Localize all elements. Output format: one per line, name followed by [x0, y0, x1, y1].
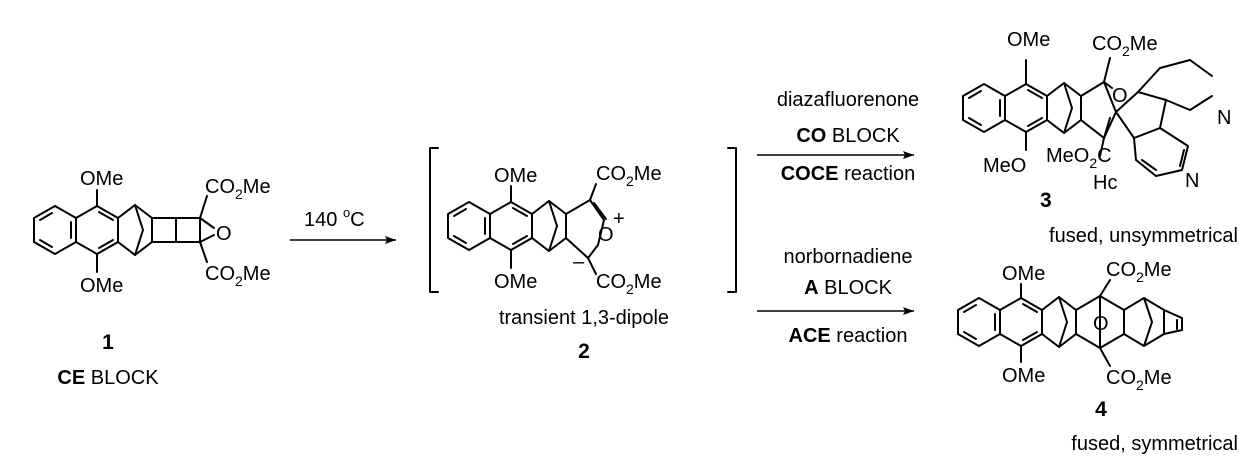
compound-1-number: 1 [102, 331, 114, 354]
compound-4-number: 4 [1095, 398, 1107, 421]
compound-4-co2me-top: CO2Me [1106, 259, 1172, 285]
compound-1-ome-top: OMe [80, 168, 123, 190]
arrow-3-reagent: norbornadiene [784, 246, 913, 268]
arrow-1-condition: 140 oC [304, 205, 365, 231]
compound-2-ome-bottom: OMe [494, 271, 537, 293]
compound-1-co2me-bottom: CO2Me [205, 263, 271, 289]
compound-2-number: 2 [578, 340, 590, 363]
compound-2-co2me-top: CO2Me [596, 163, 662, 189]
compound-4-ome-bottom: OMe [1002, 365, 1045, 387]
compound-2-plus-charge: + [613, 208, 625, 230]
compound-2-structure [447, 183, 607, 275]
compound-1-co2me-top: CO2Me [205, 176, 271, 202]
compound-4-co2me-bottom: CO2Me [1106, 367, 1172, 393]
arrow-3-reaction-label: ACE reaction [789, 325, 908, 347]
compound-3-number: 3 [1040, 189, 1052, 212]
compound-3-hc-label: Hc [1093, 172, 1117, 194]
compound-2-ylide-o: O [598, 224, 614, 246]
compound-3-caption: fused, unsymmetrical [1049, 225, 1238, 247]
compound-2-caption: transient 1,3-dipole [499, 307, 669, 329]
arrow-2-block-label: CO BLOCK [796, 125, 900, 147]
arrow-2-reagent: diazafluorenone [777, 89, 919, 111]
compound-3-ome-bottom: MeO [983, 155, 1026, 177]
compound-1-ome-bottom: OMe [80, 275, 123, 297]
compound-3-bridge-o: O [1112, 85, 1128, 107]
compound-3-co2me: CO2Me [1092, 33, 1158, 59]
arrow-2-head [903, 151, 914, 159]
compound-3-meo2c: MeO2C [1046, 145, 1112, 171]
compound-4-bridge-o: O [1093, 313, 1109, 335]
compound-1-block-label: CE BLOCK [57, 367, 159, 389]
compound-4-ome-top: OMe [1002, 263, 1045, 285]
compound-2-ome-top: OMe [494, 165, 537, 187]
compound-2-minus-charge: – [573, 251, 585, 273]
compound-3-structure [962, 57, 1213, 177]
arrow-2-reaction-label: COCE reaction [781, 163, 916, 185]
compound-1-structure [33, 189, 215, 273]
compound-1-epoxide-o: O [216, 223, 232, 245]
compound-3-pyridine-n1: N [1217, 107, 1231, 129]
compound-2-co2me-bottom: CO2Me [596, 271, 662, 297]
arrow-1-head [385, 236, 396, 244]
compound-3-ome-top: OMe [1007, 29, 1050, 51]
compound-4-caption: fused, symmetrical [1071, 433, 1238, 455]
arrow-3-block-label: A BLOCK [804, 277, 892, 299]
compound-3-pyridine-n2: N [1185, 170, 1199, 192]
compound-4-structure [957, 279, 1183, 367]
arrow-3-head [903, 307, 914, 315]
compound-2-brackets [429, 147, 737, 293]
